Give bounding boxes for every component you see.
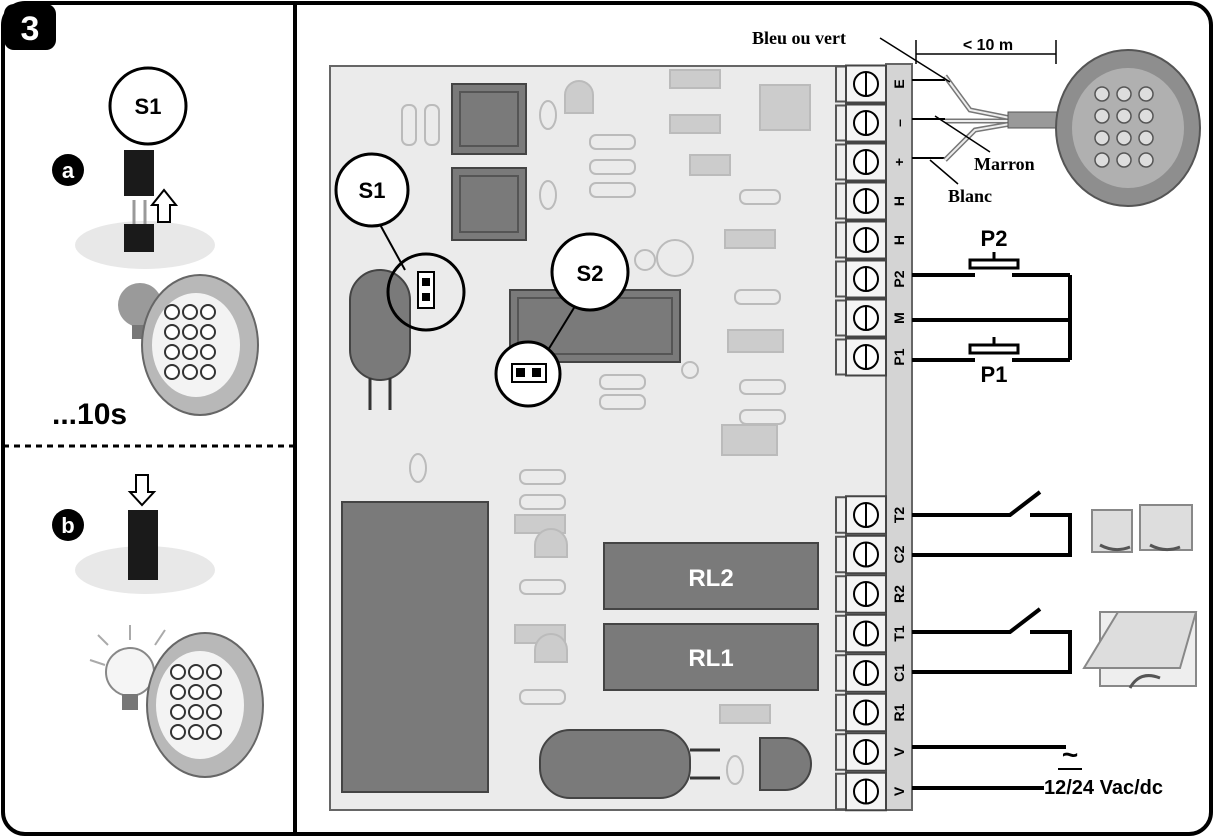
s1-bubble (108, 66, 188, 146)
terminal-0: T2 (835, 495, 907, 535)
terminal-5: P2 (835, 259, 907, 299)
relay-output-wiring (912, 490, 1198, 689)
terminal-6: V (835, 732, 907, 772)
terminal-label: C2 (891, 545, 907, 563)
terminal-4: C1 (835, 653, 907, 693)
terminal-label: V (891, 786, 907, 796)
bulb-on-icon (105, 647, 155, 697)
terminal-1: C2 (835, 534, 907, 575)
jumper-pins-icon (124, 224, 154, 252)
terminal-7: P1 (835, 337, 907, 377)
jumper-s2-label: S2 (577, 261, 604, 286)
step-a-badge (52, 154, 84, 186)
terminal-label: C1 (891, 664, 907, 682)
terminal-2: R2 (835, 574, 907, 614)
relay-rl2 (603, 542, 819, 610)
keypad-off-icon (118, 274, 259, 416)
step-a: a S1 ...10s (52, 66, 259, 431)
terminal-label: H (891, 196, 907, 206)
terminal-2: + (835, 142, 907, 182)
passive-components (401, 69, 811, 785)
terminal-label: + (891, 158, 907, 166)
terminal-label: H (891, 235, 907, 245)
step-b-label: b (61, 513, 74, 538)
terminal-label: M (891, 312, 907, 324)
power-label: 12/24 Vac/dc (1044, 777, 1163, 799)
step-b: b (52, 474, 264, 778)
step-number: 3 (21, 10, 40, 48)
step-b-badge (52, 509, 84, 541)
jumper-s1-zoom (386, 252, 466, 332)
terminal-label: V (891, 747, 907, 757)
pushbutton-wiring: P2 P1 (912, 226, 1072, 387)
regulator (759, 737, 812, 791)
terminal-label: P1 (891, 348, 907, 365)
ac-symbol: ~ (1062, 739, 1078, 770)
capacitor (349, 269, 411, 381)
step-badge (4, 4, 56, 50)
terminal-label: T1 (891, 625, 907, 642)
terminal-label: R2 (891, 585, 907, 603)
jumper-lifted-icon (124, 150, 154, 196)
duration-label: ...10s (52, 398, 127, 431)
terminal-block-top: E – + H H P2M P1 (835, 64, 907, 377)
transformer (341, 501, 489, 793)
wire-label-white: Blanc (948, 186, 992, 206)
relay-rl2-label: RL2 (688, 565, 733, 592)
fuse (539, 729, 691, 799)
terminal-4: H (835, 220, 907, 260)
terminal-1: – (835, 103, 907, 143)
terminal-0: E (835, 64, 907, 104)
terminal-6: M (835, 298, 907, 338)
pushbutton-p2-icon (968, 258, 1020, 270)
jumper-s1-label: S1 (359, 178, 386, 203)
terminal-7: V (835, 771, 907, 812)
wire-label-blue-green: Bleu ou vert (752, 28, 846, 48)
awning-icon (1082, 611, 1198, 689)
terminal-label: P2 (891, 270, 907, 287)
jumper-s1-icon (417, 271, 435, 309)
terminal-label: T2 (891, 507, 907, 524)
step-a-label: a (62, 158, 75, 183)
terminal-3: H (835, 181, 907, 221)
terminal-5: R1 (835, 692, 907, 733)
bulb-base-icon (122, 694, 138, 710)
keypad-remote-icon (1055, 49, 1201, 207)
arrow-up-icon (149, 188, 179, 223)
relay-small-2 (451, 167, 527, 241)
terminal-3: T1 (835, 613, 907, 654)
relay-rl1 (603, 623, 819, 691)
pushbutton-p2-label: P2 (981, 226, 1008, 251)
arrow-down-icon (127, 474, 157, 507)
wire-label-brown: Marron (974, 154, 1035, 174)
terminal-strip (885, 63, 913, 811)
distance-label: < 10 m (963, 37, 1013, 54)
jumper-s1-callout (334, 152, 410, 228)
jumper-s2-callout (550, 232, 630, 312)
s1-bubble-label: S1 (135, 94, 162, 119)
relay-small-1 (451, 83, 527, 155)
keypad-wiring: < 10 m Bleu ou vert Marron Blanc (752, 28, 1201, 207)
relay-rl1-label: RL1 (688, 645, 733, 672)
terminal-label: E (891, 79, 907, 88)
gate-icon (1091, 504, 1193, 553)
pushbutton-p1-icon (968, 343, 1020, 355)
terminal-label: R1 (891, 703, 907, 721)
power-wiring: ~ 12/24 Vac/dc (912, 739, 1163, 799)
keypad-on-icon (89, 625, 264, 778)
pushbutton-p1-label: P1 (981, 362, 1008, 387)
terminal-label: – (891, 119, 907, 127)
jumper-inserted-icon (128, 510, 158, 580)
